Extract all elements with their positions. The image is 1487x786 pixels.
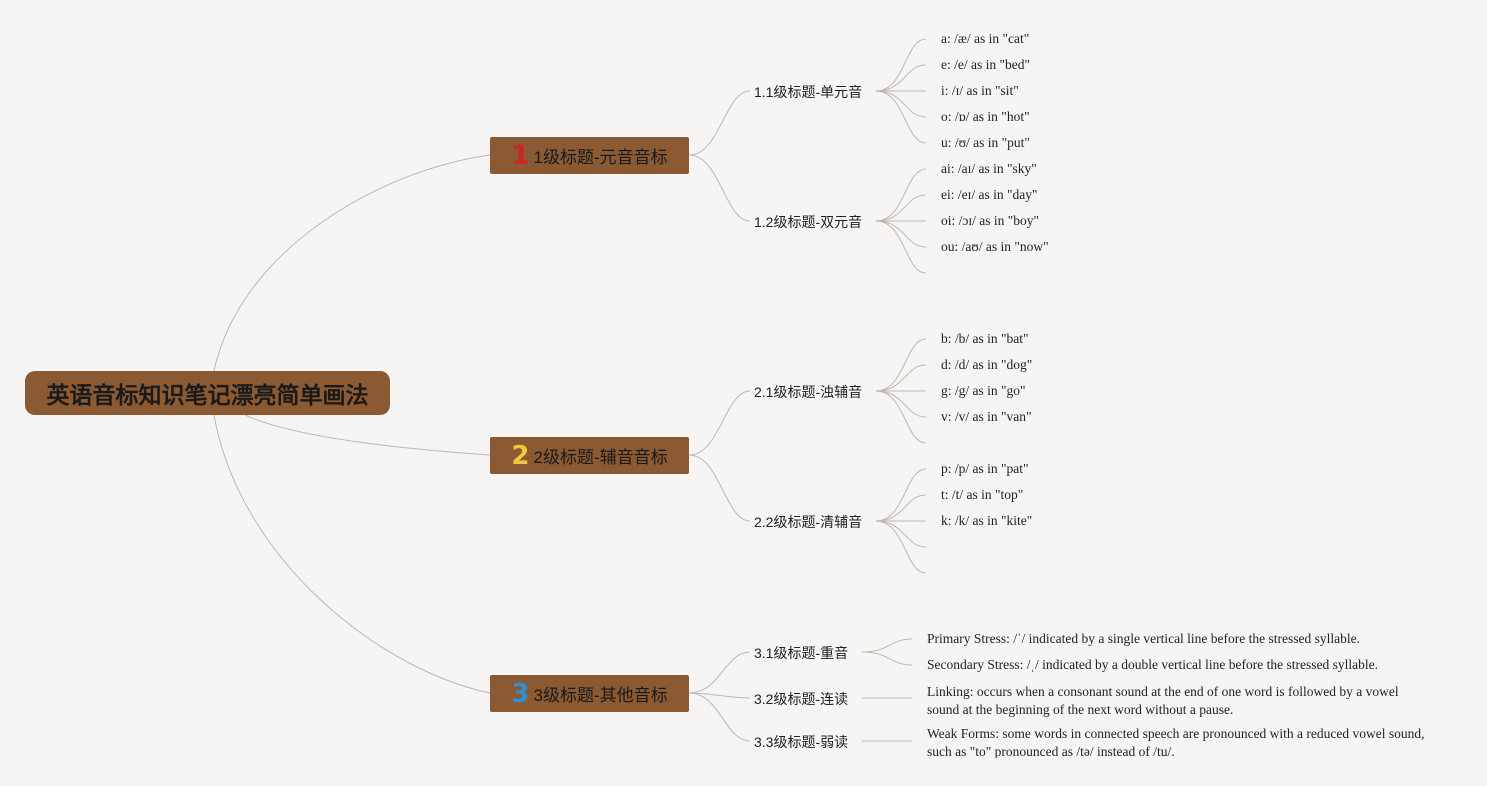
link-root-3 [213,414,491,694]
leaf-item[interactable]: p: /p/ as in "pat" [941,461,1029,476]
subtopic-3-3[interactable]: 3.3级标题-弱读 [754,734,849,750]
leaf-item[interactable]: v: /v/ as in "van" [941,409,1032,424]
leaf-item[interactable]: ai: /aɪ/ as in "sky" [941,161,1037,176]
leaf-item[interactable]: Primary Stress: /ˈ/ indicated by a singl… [927,631,1361,646]
root-title: 英语音标知识笔记漂亮简单画法 [46,383,369,409]
leaf-item[interactable]: d: /d/ as in "dog" [941,357,1033,372]
link-3-2 [688,692,751,699]
link-root-1 [213,154,491,372]
link-1-2 [688,154,751,222]
subtopic-1-2[interactable]: 1.2级标题-双元音 [754,214,863,230]
link-1-1 [688,90,751,156]
leaf-item[interactable]: Linking: occurs when a consonant sound a… [927,684,1399,717]
leaf-item[interactable]: e: /e/ as in "bed" [941,57,1030,72]
number-badge-1: 1 [511,140,530,171]
leaf-item[interactable]: a: /æ/ as in "cat" [941,31,1030,46]
number-badge-2: 2 [511,440,530,471]
leaf-item[interactable]: k: /k/ as in "kite" [941,513,1033,528]
branch-node-3[interactable]: 3 3级标题-其他音标 [490,675,689,712]
branch-node-2[interactable]: 2 2级标题-辅音音标 [490,437,689,474]
branch-label-1: 1级标题-元音音标 [533,148,668,167]
leaf-item[interactable]: t: /t/ as in "top" [941,487,1024,502]
branch-label-3: 3级标题-其他音标 [533,686,668,705]
link-2-1 [688,390,751,456]
leaf-item[interactable]: i: /ɪ/ as in "sit" [941,83,1019,98]
leaf-item[interactable]: b: /b/ as in "bat" [941,331,1029,346]
link-3-3 [688,692,751,742]
link-2-2 [688,454,751,522]
branch-node-1[interactable]: 1 1级标题-元音音标 [490,137,689,174]
leaf-item[interactable]: o: /ɒ/ as in "hot" [941,109,1030,124]
root-node[interactable]: 英语音标知识笔记漂亮简单画法 [25,371,390,415]
number-badge-3: 3 [511,678,530,709]
leaf-item[interactable]: Weak Forms: some words in connected spee… [927,726,1425,758]
subtopic-3-2[interactable]: 3.2级标题-连读 [754,691,849,707]
subtopic-3-1[interactable]: 3.1级标题-重音 [754,645,849,661]
branch-label-2: 2级标题-辅音音标 [533,448,668,467]
leaf-item[interactable]: u: /ʊ/ as in "put" [941,135,1030,150]
subtopic-2-1[interactable]: 2.1级标题-浊辅音 [754,384,863,400]
subtopic-1-1[interactable]: 1.1级标题-单元音 [754,84,863,100]
link-root-2 [244,414,491,456]
link-3-1 [688,651,751,694]
leaf-item[interactable]: ei: /eɪ/ as in "day" [941,187,1038,202]
subtopic-2-2[interactable]: 2.2级标题-清辅音 [754,514,863,530]
leaf-item[interactable]: oi: /ɔɪ/ as in "boy" [941,213,1040,228]
leaf-item[interactable]: g: /g/ as in "go" [941,383,1026,398]
leaf-item[interactable]: ou: /aʊ/ as in "now" [941,239,1049,254]
leaf-item[interactable]: Secondary Stress: /ˌ/ indicated by a dou… [927,657,1378,672]
